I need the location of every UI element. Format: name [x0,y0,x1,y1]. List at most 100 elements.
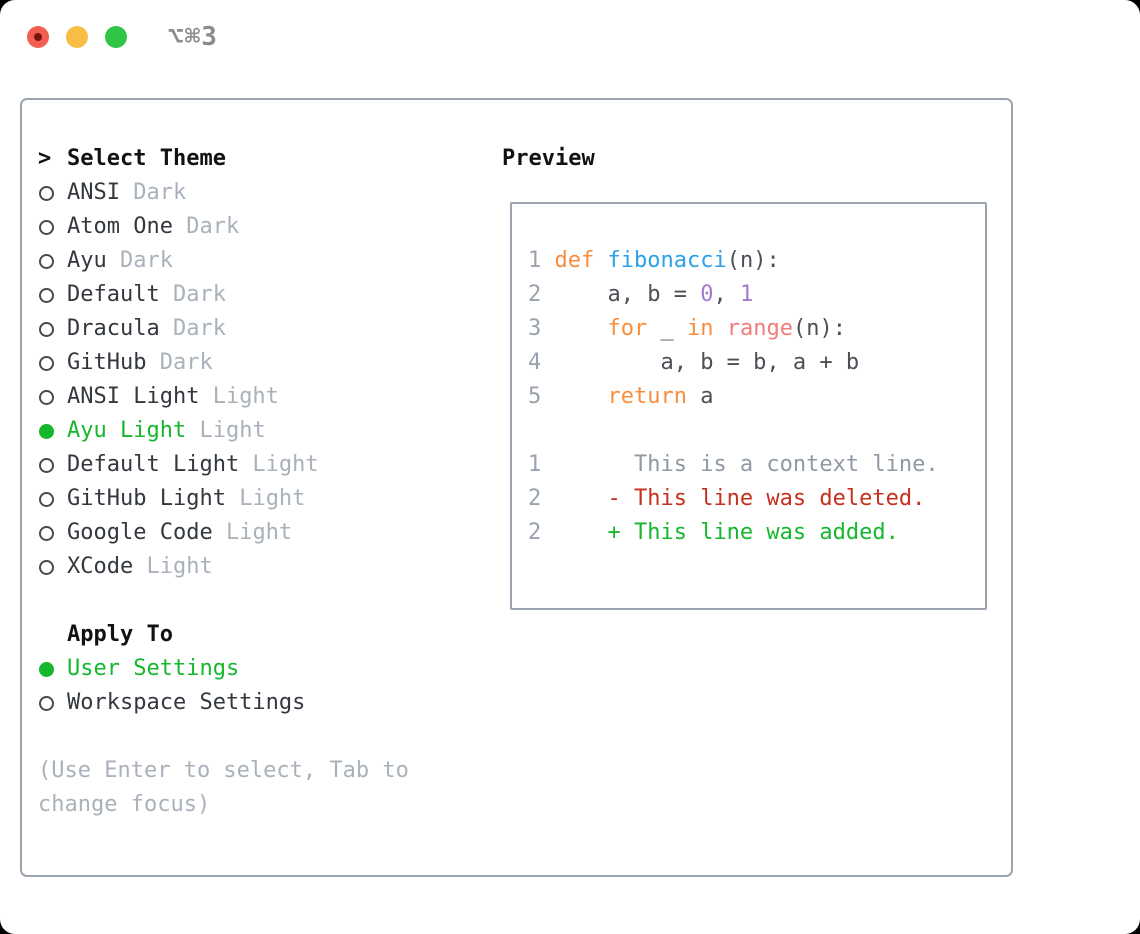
radio-slot [38,210,67,244]
radio-slot [38,414,67,448]
theme-option[interactable]: Atom One Dark [38,210,488,244]
keyboard-hint: (Use Enter to select, Tab to change focu… [38,758,409,817]
option-label: Default [67,282,160,307]
theme-option[interactable]: ANSI Dark [38,176,488,210]
spacer [38,720,488,754]
radio-slot [38,550,67,584]
radio-icon [39,355,54,371]
radio-slot [38,278,67,312]
focus-cursor-slot: > [38,142,67,176]
radio-icon [39,525,54,541]
variant-badge: Light [212,520,293,545]
variant-badge: Light [133,554,213,579]
radio-slot [38,652,67,686]
code-line: 2 a, b = 0, 1 [528,282,754,307]
radio-icon [39,185,54,201]
titlebar: ⌥⌘3 [0,0,1140,74]
radio-slot [38,176,67,210]
variant-badge: Light [239,452,319,477]
radio-icon [39,219,54,235]
select-theme-header: > Select Theme [38,142,488,176]
theme-option[interactable]: Ayu Light Light [38,414,488,448]
variant-badge: Dark [172,214,240,239]
window-title: ⌥⌘3 [168,22,218,52]
focus-cursor-icon: > [38,146,52,171]
radio-selected-icon [39,661,54,677]
code-preview: 1 def fibonacci(n): 2 a, b = 0, 1 3 for _ … [512,204,985,550]
code-line: 2 + This line was added. [528,520,899,545]
variant-badge: Light [225,486,306,511]
radio-icon [39,491,54,507]
apply-to-option[interactable]: Workspace Settings [38,686,488,720]
option-label: Dracula [67,316,160,341]
radio-icon [39,321,54,337]
theme-option[interactable]: Dracula Dark [38,312,488,346]
option-label: Ayu Light [67,418,187,443]
variant-badge: Light [199,384,279,409]
option-label: Default Light [67,452,240,477]
option-label: ANSI [67,180,120,205]
empty-marker-slot [38,618,67,652]
code-line: 3 for _ in range(n): [528,316,846,341]
theme-option[interactable]: Google Code Light [38,516,488,550]
zoom-button[interactable] [105,26,127,48]
radio-selected-icon [39,423,54,439]
minimize-button[interactable] [66,26,88,48]
radio-slot [38,482,67,516]
radio-icon [39,457,54,473]
variant-badge: Dark [159,282,226,307]
apply-to-header: Apply To [38,618,488,652]
radio-slot [38,346,67,380]
option-label: ANSI Light [67,384,200,409]
radio-slot [38,312,67,346]
theme-option[interactable]: Ayu Dark [38,244,488,278]
radio-icon [39,389,54,405]
option-label: XCode [67,554,134,579]
radio-icon [39,287,54,303]
apply-to-option[interactable]: User Settings [38,652,488,686]
close-dot-icon [34,33,42,41]
radio-icon [39,253,54,269]
radio-slot [38,380,67,414]
theme-option[interactable]: Default Light Light [38,448,488,482]
option-label: GitHub Light [67,486,226,511]
variant-badge: Dark [146,350,213,375]
variant-badge: Dark [159,316,226,341]
option-label: Workspace Settings [67,690,306,715]
option-label: User Settings [67,656,240,681]
option-label: GitHub [67,350,147,375]
radio-slot [38,686,67,720]
variant-badge: Dark [119,180,187,205]
theme-option[interactable]: ANSI Light Light [38,380,488,414]
select-theme-title: Select Theme [67,146,226,171]
radio-slot [38,244,67,278]
radio-icon [39,695,54,711]
option-label: Ayu [67,248,107,273]
spacer [38,584,488,618]
theme-option[interactable]: GitHub Light Light [38,482,488,516]
code-line: 1 def fibonacci(n): [528,248,780,273]
theme-option[interactable]: GitHub Dark [38,346,488,380]
theme-option[interactable]: Default Dark [38,278,488,312]
apply-to-title: Apply To [67,622,173,647]
radio-slot [38,448,67,482]
radio-icon [39,559,54,575]
option-label: Atom One [67,214,173,239]
code-line [528,414,985,448]
variant-badge: Light [186,418,266,443]
theme-option[interactable]: XCode Light [38,550,488,584]
option-label: Google Code [67,520,213,545]
code-line: 1 This is a context line. [528,452,939,477]
preview-title: Preview [502,146,595,171]
variant-badge: Dark [106,248,173,273]
preview-box: 1 def fibonacci(n): 2 a, b = 0, 1 3 for _ … [510,202,987,610]
code-line: 4 a, b = b, a + b [528,350,860,375]
code-line: 2 - This line was deleted. [528,486,926,511]
close-button[interactable] [27,26,49,48]
code-line: 5 return a [528,384,714,409]
radio-slot [38,516,67,550]
